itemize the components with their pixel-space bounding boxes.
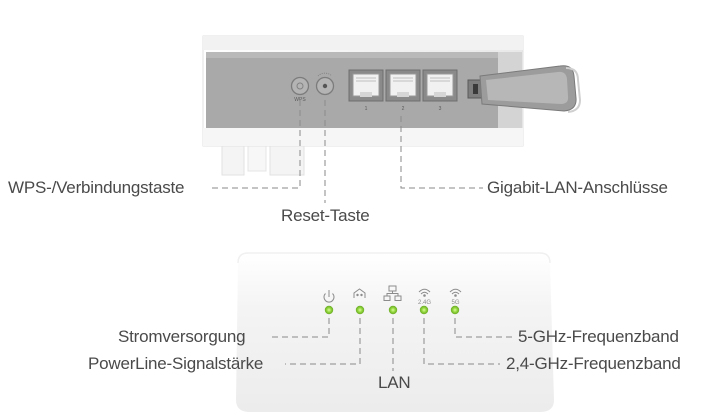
lan-port-3[interactable]: 3 bbox=[422, 69, 458, 112]
device-casing-rim bbox=[203, 36, 523, 50]
wifi-24ghz-caption: 2.4G bbox=[418, 300, 431, 306]
powerline-house-icon bbox=[353, 288, 366, 298]
wifi-5ghz-icon bbox=[449, 288, 462, 297]
lan-port-1[interactable]: 1 bbox=[348, 69, 384, 112]
callout-24ghz: 2,4-GHz-Frequenzband bbox=[506, 354, 681, 373]
lan-led bbox=[388, 305, 398, 315]
callout-power: Stromversorgung bbox=[118, 327, 246, 346]
callout-wps: WPS-/Verbindungstaste bbox=[8, 178, 185, 197]
lan-network-icon bbox=[383, 285, 402, 301]
device-casing-rim bbox=[203, 128, 523, 146]
callout-lan: LAN bbox=[378, 373, 411, 392]
wifi-24ghz-led bbox=[419, 305, 429, 315]
leader-line-24ghz bbox=[423, 318, 500, 365]
device-foot bbox=[247, 144, 267, 172]
callout-powerline-signal: PowerLine-Signalstärke bbox=[88, 354, 264, 373]
wifi-5ghz-led bbox=[450, 305, 460, 315]
lan-port-number: 2 bbox=[402, 106, 405, 112]
power-plug bbox=[467, 65, 582, 113]
callout-gigabit-lan: Gigabit-LAN-Anschlüsse bbox=[487, 178, 668, 197]
leader-lines bbox=[210, 100, 512, 371]
power-led bbox=[324, 305, 334, 315]
leader-line-gigabit-lan bbox=[400, 116, 483, 189]
power-icon bbox=[323, 290, 335, 303]
device-panel-highlight bbox=[206, 52, 498, 58]
leader-line-powerline-signal bbox=[285, 318, 361, 365]
device-foot bbox=[269, 144, 305, 176]
lan-port-2[interactable]: 2 bbox=[385, 69, 421, 112]
callout-reset: Reset-Taste bbox=[281, 206, 370, 225]
wifi-24ghz-icon bbox=[418, 288, 431, 297]
device-top-view: WPS 1 2 3 bbox=[202, 35, 582, 176]
device-foot bbox=[221, 144, 245, 176]
powerline-signal-led bbox=[355, 305, 365, 315]
device-front-casing bbox=[236, 253, 554, 412]
reset-button[interactable] bbox=[315, 72, 335, 96]
wifi-5ghz-caption: 5G bbox=[451, 300, 459, 306]
device-front-view: 2.4G 5G bbox=[236, 252, 554, 412]
lan-port-number: 1 bbox=[365, 106, 368, 112]
callout-5ghz: 5-GHz-Frequenzband bbox=[518, 327, 679, 346]
lan-port-number: 3 bbox=[439, 106, 442, 112]
